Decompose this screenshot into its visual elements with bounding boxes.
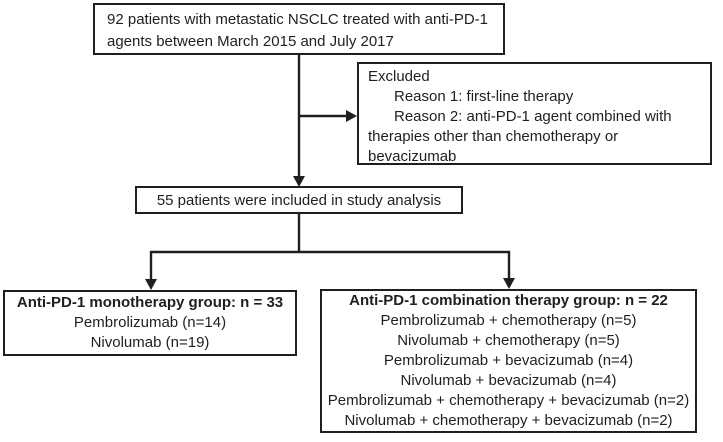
excluded-reason-2-line-3: bevacizumab (368, 148, 457, 165)
combination-item: Nivolumab + bevacizumab (n=4) (400, 372, 617, 389)
excluded-reason-2-line-1: Reason 2: anti-PD-1 agent combined with (394, 108, 672, 125)
excluded-reason-2-line-2: therapies other than chemotherapy or (368, 128, 619, 145)
box-enrolled-patients: 92 patients with metastatic NSCLC treate… (93, 3, 505, 55)
enrolled-line-1: 92 patients with metastatic NSCLC treate… (107, 11, 488, 28)
combination-item: Pembrolizumab + chemotherapy (n=5) (380, 312, 637, 329)
box-included-patients: 55 patients were included in study analy… (135, 186, 463, 214)
monotherapy-item: Pembrolizumab (n=14) (73, 314, 227, 331)
box-excluded-patients: Excluded Reason 1: first-line therapy Re… (357, 62, 712, 165)
excluded-reason-1: Reason 1: first-line therapy (394, 88, 574, 105)
combination-item: Nivolumab + chemotherapy (n=5) (397, 332, 620, 349)
arrowhead-right-excluded (346, 110, 357, 122)
arrowhead-down-combination (503, 278, 515, 289)
included-text: 55 patients were included in study analy… (156, 191, 442, 209)
excluded-title: Excluded (368, 68, 430, 85)
box-monotherapy-group: Anti-PD-1 monotherapy group: n = 33 Pemb… (3, 290, 297, 356)
combination-item: Nivolumab + chemotherapy + bevacizumab (… (344, 412, 673, 429)
enrolled-line-2: agents between March 2015 and July 2017 (107, 33, 394, 50)
monotherapy-title: Anti-PD-1 monotherapy group: n = 33 (16, 294, 284, 311)
arrowhead-down-included (293, 176, 305, 187)
monotherapy-item: Nivolumab (n=19) (90, 334, 210, 351)
box-combination-group: Anti-PD-1 combination therapy group: n =… (320, 289, 697, 433)
combination-title: Anti-PD-1 combination therapy group: n =… (349, 292, 668, 309)
combination-item: Pembrolizumab + chemotherapy + bevacizum… (327, 392, 690, 409)
arrowhead-down-monotherapy (145, 279, 157, 290)
combination-item: Pembrolizumab + bevacizumab (n=4) (383, 352, 634, 369)
